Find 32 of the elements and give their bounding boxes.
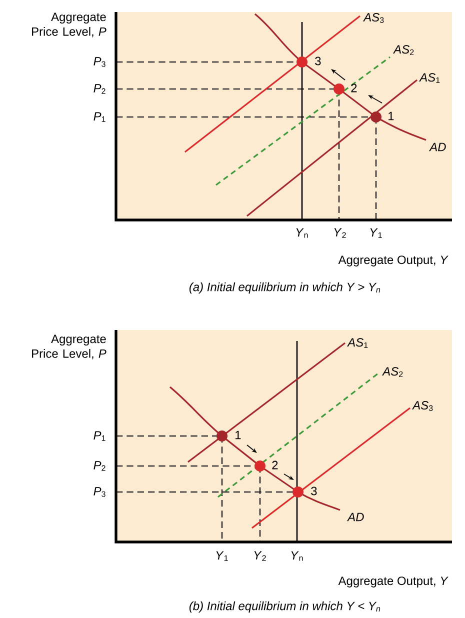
axis-title: Aggregate Price Level, P bbox=[32, 12, 106, 38]
tick-label: Y$_{2}$ bbox=[254, 551, 266, 561]
point-label: 1 bbox=[236, 430, 241, 440]
curve-label: AS$_{2}$ bbox=[382, 367, 403, 377]
tick-label: P$_{2}$ bbox=[94, 84, 106, 94]
curve-label: AS$_{2}$ bbox=[393, 45, 414, 55]
caption: (a) Initial equilibrium in which Y > Y$_{n}$ bbox=[189, 282, 380, 294]
caption: (b) Initial equilibrium in which Y < Y$_{n}$ bbox=[189, 601, 380, 613]
axis-title: Aggregate Output, Y bbox=[338, 256, 448, 266]
tick-label: P$_{3}$ bbox=[94, 57, 106, 67]
tick-label: P$_{2}$ bbox=[94, 461, 106, 471]
curve-label: AD bbox=[347, 512, 364, 522]
tick-label: Y$_{n}$ bbox=[291, 551, 303, 561]
point-label: 2 bbox=[272, 460, 278, 470]
curve-label: AS$_{3}$ bbox=[412, 401, 433, 411]
point-label: 3 bbox=[315, 56, 321, 66]
curve-label: AS$_{1}$ bbox=[347, 338, 368, 348]
curve-label: AD bbox=[429, 142, 446, 152]
axis-title: Aggregate Output, Y bbox=[338, 576, 448, 588]
tick-label: Y$_{1}$ bbox=[216, 551, 228, 561]
tick-label: P$_{3}$ bbox=[94, 487, 106, 497]
tick-label: Y$_{n}$ bbox=[296, 228, 308, 238]
axis-title: Aggregate Price Level, P bbox=[32, 334, 106, 360]
point-label: 1 bbox=[388, 112, 394, 120]
curve-label: AS$_{1}$ bbox=[419, 73, 440, 83]
curve-label: AS$_{3}$ bbox=[363, 13, 384, 23]
tick-label: Y$_{2}$ bbox=[334, 228, 346, 238]
point-label: 3 bbox=[311, 486, 317, 496]
tick-label: P$_{1}$ bbox=[94, 431, 106, 441]
tick-label: P$_{1}$ bbox=[94, 112, 106, 122]
tick-label: Y$_{1}$ bbox=[370, 228, 382, 238]
point-label: 2 bbox=[351, 84, 357, 92]
